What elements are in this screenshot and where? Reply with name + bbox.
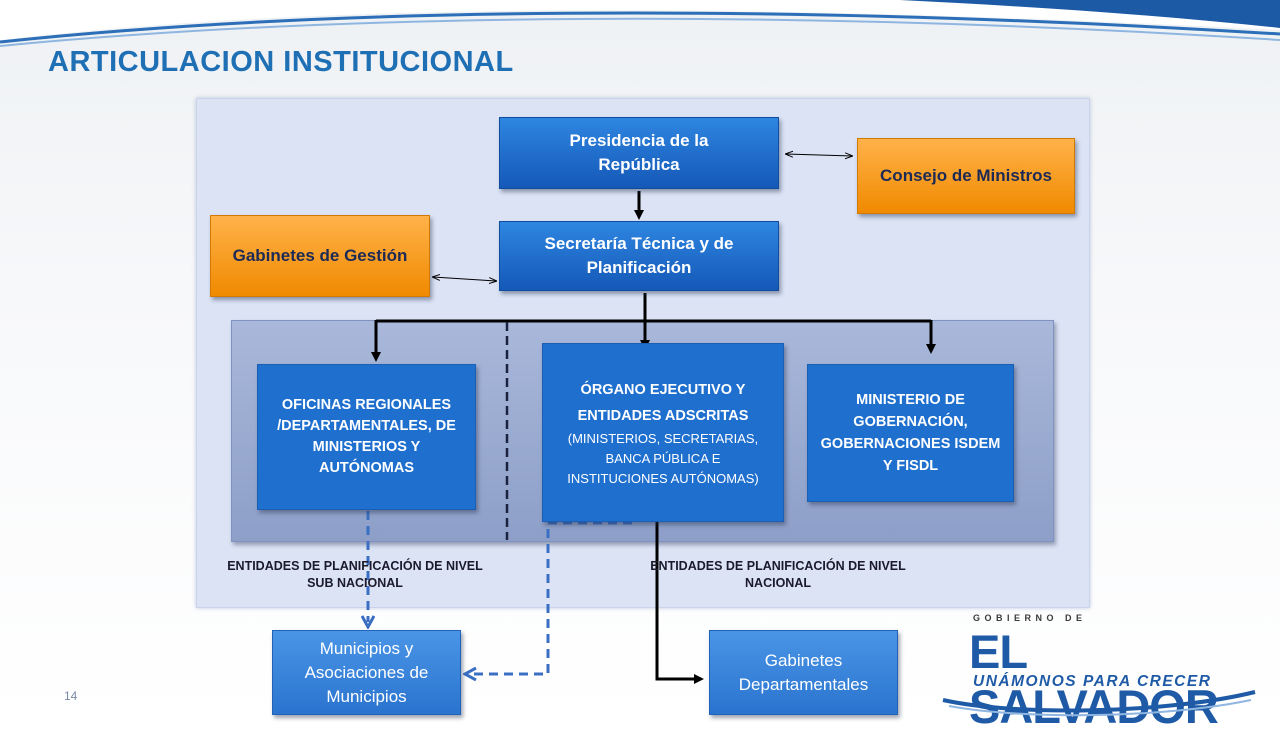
logo-swoosh-icon: [942, 690, 1256, 717]
page-number: 14: [64, 689, 78, 703]
caption-sub-nacional: ENTIDADES DE PLANIFICACIÓN DE NIVEL SUB …: [227, 559, 483, 590]
arrow-presidencia-consejo: [786, 154, 852, 156]
header-swoosh: [0, 0, 1280, 47]
gabinetes-gestion-label: Gabinetes de Gestión: [232, 246, 408, 265]
ministerio-label: MINISTERIO DE GOBERNACIÓN, GOBERNACIONES…: [820, 392, 1001, 474]
oficinas-label: OFICINAS REGIONALES /DEPARTAMENTALES, DE…: [277, 397, 456, 476]
caption-nacional: ENTIDADES DE PLANIFICACIÓN DE NIVEL NACI…: [650, 559, 906, 590]
secretaria-box: Secretaría Técnica y de Planificación: [499, 221, 779, 291]
arrow-gabinetes-secretaria: [433, 277, 496, 281]
gabinetes-dep-box: Gabinetes Departamentales: [709, 630, 898, 715]
presidencia-box: Presidencia de la República: [499, 117, 779, 189]
arrow-organo-municipios: [470, 521, 632, 674]
arrow-organo-gabinetes-dep: [655, 522, 704, 684]
municipios-label: Municipios y Asociaciones de Municipios: [304, 638, 429, 706]
gabinetes-gestion-box: Gabinetes de Gestión: [210, 215, 430, 297]
consejo-box: Consejo de Ministros: [857, 138, 1075, 214]
organo-title: ÓRGANO EJECUTIVO Y ENTIDADES ADSCRITAS: [577, 381, 749, 424]
secretaria-label: Secretaría Técnica y de Planificación: [544, 234, 734, 277]
municipios-box: Municipios y Asociaciones de Municipios: [272, 630, 461, 715]
presidencia-label: Presidencia de la República: [569, 131, 709, 174]
logo-top-text: GOBIERNO DE: [973, 613, 1087, 623]
oficinas-box: OFICINAS REGIONALES /DEPARTAMENTALES, DE…: [257, 364, 476, 510]
slide-title: ARTICULACION INSTITUCIONAL: [48, 46, 514, 78]
ministerio-box: MINISTERIO DE GOBERNACIÓN, GOBERNACIONES…: [807, 364, 1014, 502]
gobierno-logo: GOBIERNO DE EL SALVADOR UNÁMONOS PARA CR…: [935, 610, 1265, 733]
organo-subtitle: (MINISTERIOS, SECRETARIAS, BANCA PÚBLICA…: [567, 430, 759, 486]
logo-slogan-text: UNÁMONOS PARA CRECER: [973, 673, 1212, 690]
gabinetes-dep-label: Gabinetes Departamentales: [738, 650, 869, 694]
consejo-label: Consejo de Ministros: [880, 166, 1052, 185]
organo-box: ÓRGANO EJECUTIVO Y ENTIDADES ADSCRITAS (…: [542, 343, 784, 522]
